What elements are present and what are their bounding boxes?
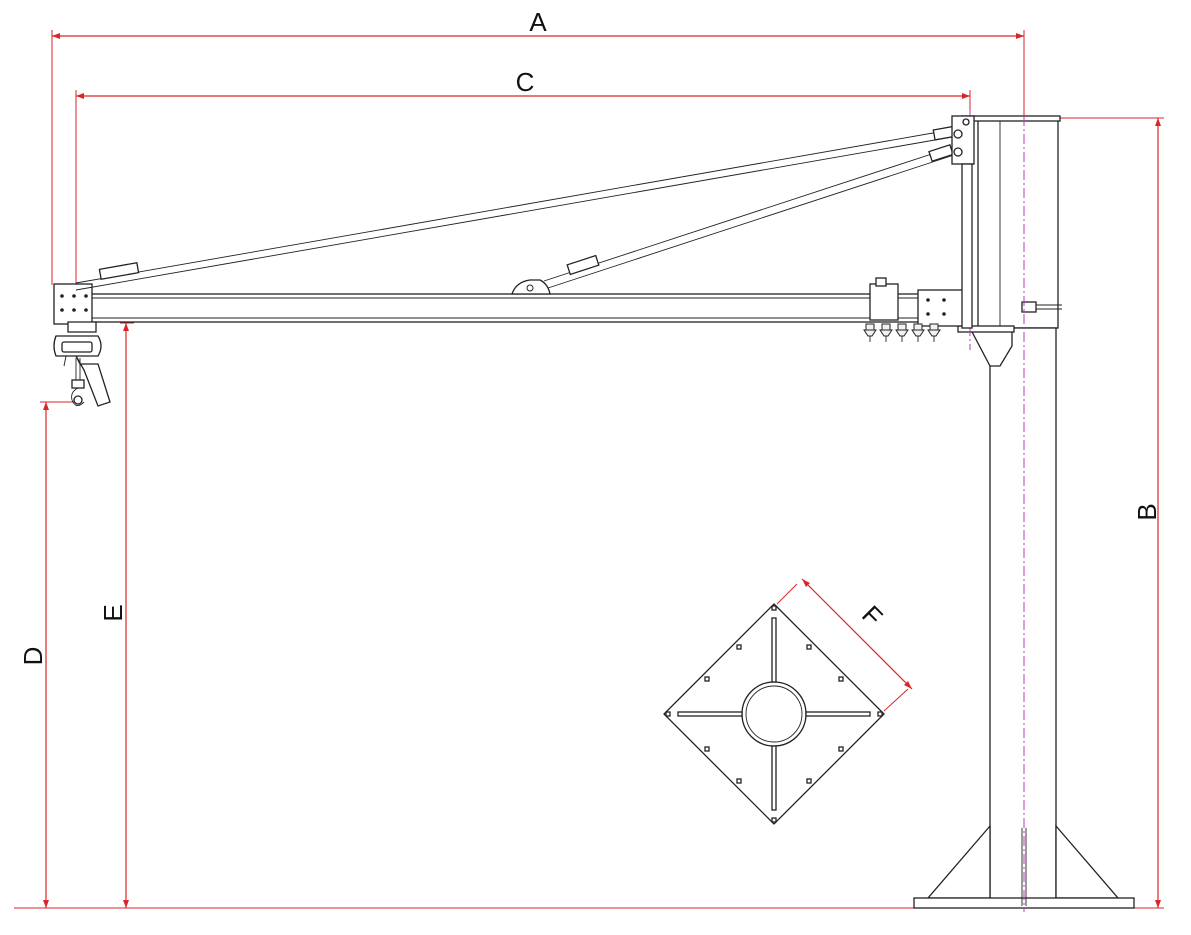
dimension-label-a: A: [529, 7, 547, 37]
electric-hoist: [53, 321, 111, 407]
dimension-label-f: F: [856, 599, 888, 631]
dimension-label-e: E: [98, 604, 128, 621]
dimension-b: B: [1060, 117, 1164, 909]
base-plate-detail: [663, 603, 885, 825]
lower-tie-rod: [543, 144, 955, 289]
dimension-c: C: [75, 67, 971, 290]
dimension-label-b: B: [1132, 503, 1162, 520]
jib-arm: [53, 277, 971, 327]
dimension-a: A: [51, 7, 1025, 285]
upper-tie-rod: [75, 125, 958, 291]
head-pivot-bracket: [951, 115, 975, 329]
dimension-d: D: [14, 401, 1134, 909]
crane-column: [957, 115, 1062, 907]
cable-trolleys: [863, 323, 941, 342]
dimension-label-d: D: [18, 647, 48, 666]
dimension-e: E: [98, 322, 134, 908]
dimension-label-c: C: [516, 67, 535, 97]
